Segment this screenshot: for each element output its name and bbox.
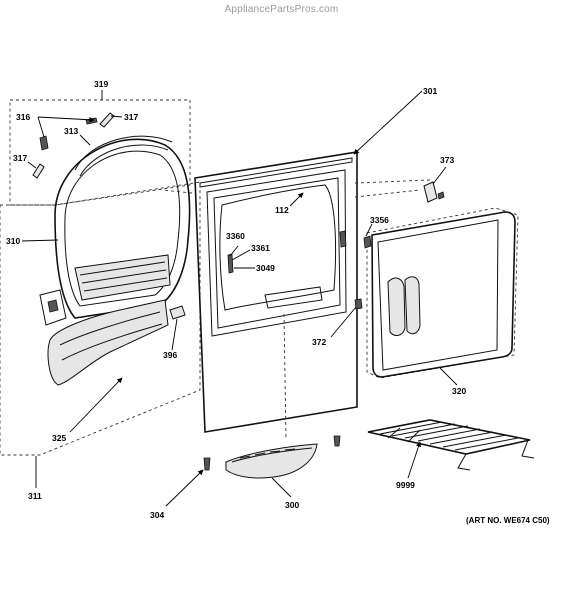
leader-396 [171, 318, 178, 351]
callout-301: 301 [423, 86, 437, 96]
leader-301 [353, 90, 423, 155]
connector-lines [161, 179, 431, 441]
door-320-dashed-outline [366, 207, 519, 379]
callout-317-left: 317 [13, 153, 27, 163]
leader-9999 [407, 441, 422, 479]
callout-325: 325 [52, 433, 66, 443]
door-320 [363, 211, 516, 378]
leader-3361 [231, 249, 251, 261]
leader-325 [69, 377, 123, 433]
leader-300 [271, 477, 292, 498]
leader-316b [37, 116, 45, 138]
callout-313: 313 [64, 126, 78, 136]
leader-3360 [229, 245, 239, 257]
callout-112: 112 [275, 205, 289, 215]
lint-filter-housing-300 [225, 443, 318, 479]
callout-320: 320 [452, 386, 466, 396]
leader-313 [79, 134, 91, 146]
callout-3360: 3360 [226, 231, 245, 241]
callout-373: 373 [440, 155, 454, 165]
screw-304-left [203, 457, 211, 471]
callout-319: 319 [94, 79, 108, 89]
callout-300: 300 [285, 500, 299, 510]
drying-rack-9999 [367, 419, 535, 471]
leader-304 [165, 469, 204, 507]
leader-310 [21, 239, 59, 242]
callout-3361: 3361 [251, 243, 270, 253]
callout-310: 310 [6, 236, 20, 246]
leader-372 [330, 306, 357, 338]
group-319-outline [9, 99, 191, 206]
callout-9999: 9999 [396, 480, 415, 490]
front-panel-301 [194, 151, 363, 433]
callout-372: 372 [312, 337, 326, 347]
leader-317a [110, 115, 123, 118]
leader-112 [289, 192, 304, 207]
leader-316 [37, 116, 95, 123]
leader-3356 [365, 223, 373, 237]
leader-373 [432, 166, 447, 185]
leader-317b [27, 161, 37, 169]
callout-304: 304 [150, 510, 164, 520]
callout-3356: 3356 [370, 215, 389, 225]
door-latch-373 [423, 181, 445, 203]
front-bulkhead-310 [39, 138, 191, 326]
lint-duct-325 [47, 299, 169, 386]
seal-313 [74, 135, 173, 177]
part-396 [169, 305, 186, 320]
clip-317-left [32, 163, 45, 179]
leader-320 [439, 367, 458, 386]
callout-311: 311 [28, 491, 42, 501]
art-number: (ART NO. WE674 C50) [466, 516, 550, 525]
watermark-text: AppliancePartsPros.com [224, 4, 339, 15]
screw-304-right [333, 435, 341, 447]
callout-3049: 3049 [256, 263, 275, 273]
callout-317-top: 317 [124, 112, 138, 122]
clip-317-top [99, 112, 115, 128]
callout-316: 316 [16, 112, 30, 122]
callout-396: 396 [163, 350, 177, 360]
